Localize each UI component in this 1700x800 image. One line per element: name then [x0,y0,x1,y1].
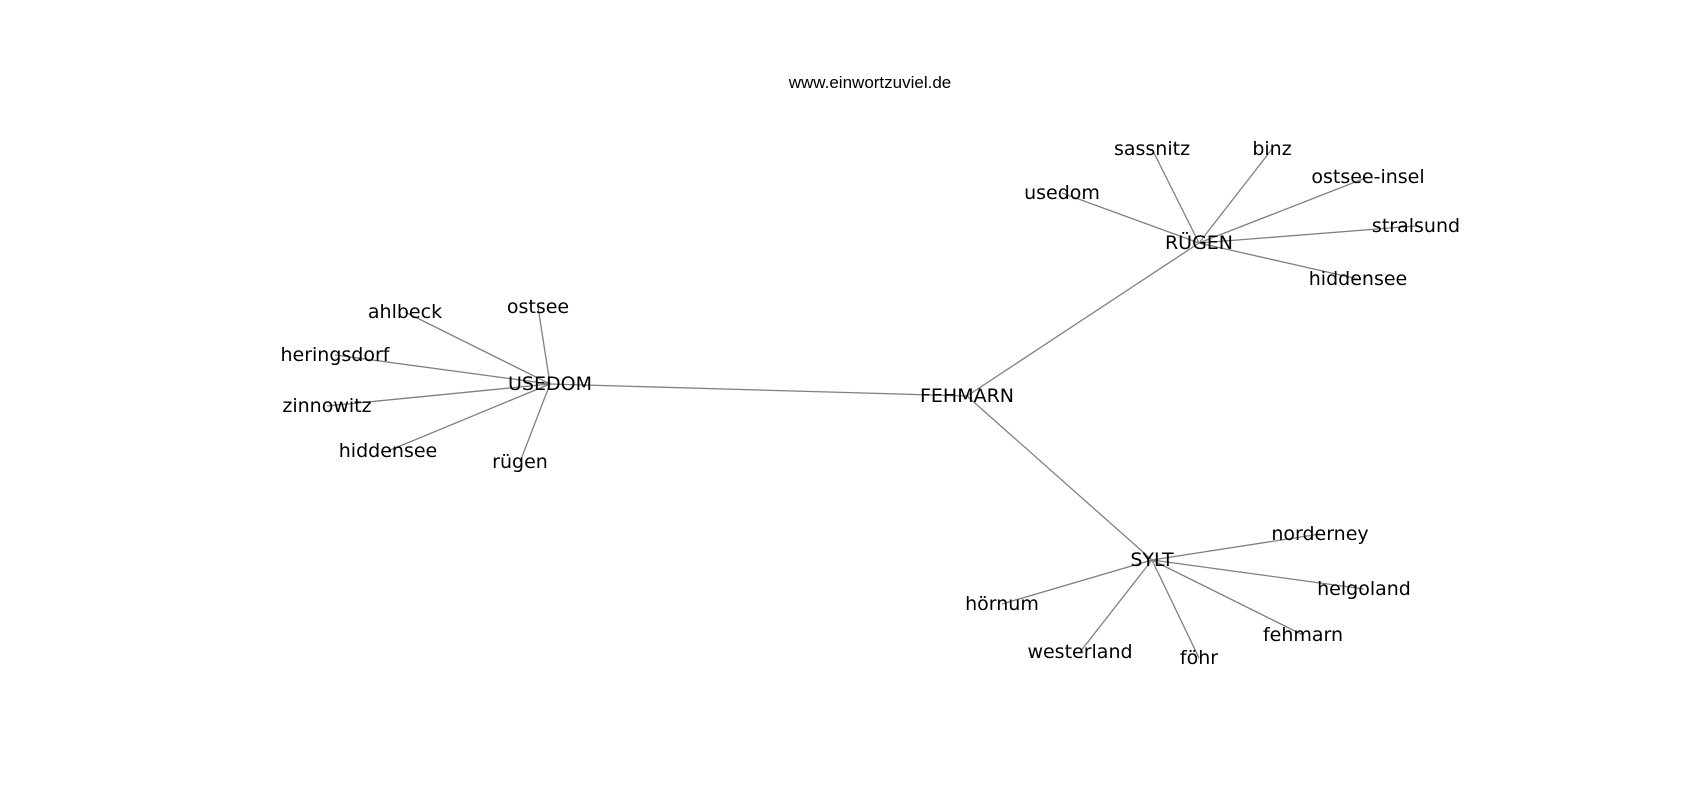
edge-ruegen-r-binz [1198,148,1273,244]
node-label-s-foehr: föhr [1180,647,1218,669]
edge-ruegen-r-usedom [1061,192,1200,244]
node-label-sylt: SYLT [1130,549,1174,571]
edge-fehmarn-sylt [966,395,1153,561]
watermark-text: www.einwortzuviel.de [788,73,952,92]
node-label-usedom: USEDOM [508,373,592,395]
node-label-r-usedom: usedom [1024,182,1100,204]
node-label-r-binz: binz [1252,138,1291,160]
node-label-u-ruegen: rügen [492,451,548,473]
node-label-s-hoernum: hörnum [965,593,1039,615]
edge-ruegen-r-ostsee-insel [1198,176,1369,244]
edge-group [326,148,1417,659]
node-label-u-ahlbeck: ahlbeck [368,301,442,323]
node-label-r-stralsund: stralsund [1372,215,1460,237]
edge-usedom-u-ahlbeck [404,311,551,385]
edge-fehmarn-usedom [549,383,968,397]
node-label-r-ostsee-insel: ostsee-insel [1311,166,1424,188]
node-label-u-zinnowitz: zinnowitz [282,395,371,417]
node-label-u-heringsdorf: heringsdorf [280,344,390,366]
edge-sylt-s-westerland [1079,559,1153,653]
node-label-fehmarn: FEHMARN [920,385,1014,407]
node-label-s-helgoland: helgoland [1317,578,1411,600]
edge-sylt-s-helgoland [1151,559,1365,590]
edge-usedom-u-heringsdorf [334,354,551,385]
edge-usedom-u-zinnowitz [326,383,551,407]
node-label-r-hiddensee: hiddensee [1309,268,1407,290]
edge-sylt-s-norderney [1151,533,1321,561]
edge-sylt-s-foehr [1151,559,1200,659]
edge-sylt-s-fehmarn [1151,559,1304,636]
edge-usedom-u-ruegen [519,383,551,463]
edge-usedom-u-hiddensee [387,383,551,452]
edge-ruegen-r-stralsund [1198,225,1417,244]
edge-ruegen-r-sassnitz [1151,148,1200,244]
node-label-s-fehmarn: fehmarn [1263,624,1343,646]
edge-ruegen-r-hiddensee [1198,242,1359,280]
node-label-s-westerland: westerland [1027,641,1132,663]
node-label-ruegen: RÜGEN [1165,231,1233,254]
node-group: FEHMARN USEDOM RÜGEN SYLT ostsee ahlbeck herin… [280,138,1460,669]
edge-sylt-s-hoernum [1001,559,1153,605]
node-label-r-sassnitz: sassnitz [1114,138,1190,160]
edge-fehmarn-ruegen [966,242,1200,397]
edge-usedom-u-ostsee [537,306,551,385]
node-label-u-ostsee: ostsee [507,296,569,318]
node-label-s-norderney: norderney [1271,523,1368,545]
node-label-u-hiddensee: hiddensee [339,440,437,462]
